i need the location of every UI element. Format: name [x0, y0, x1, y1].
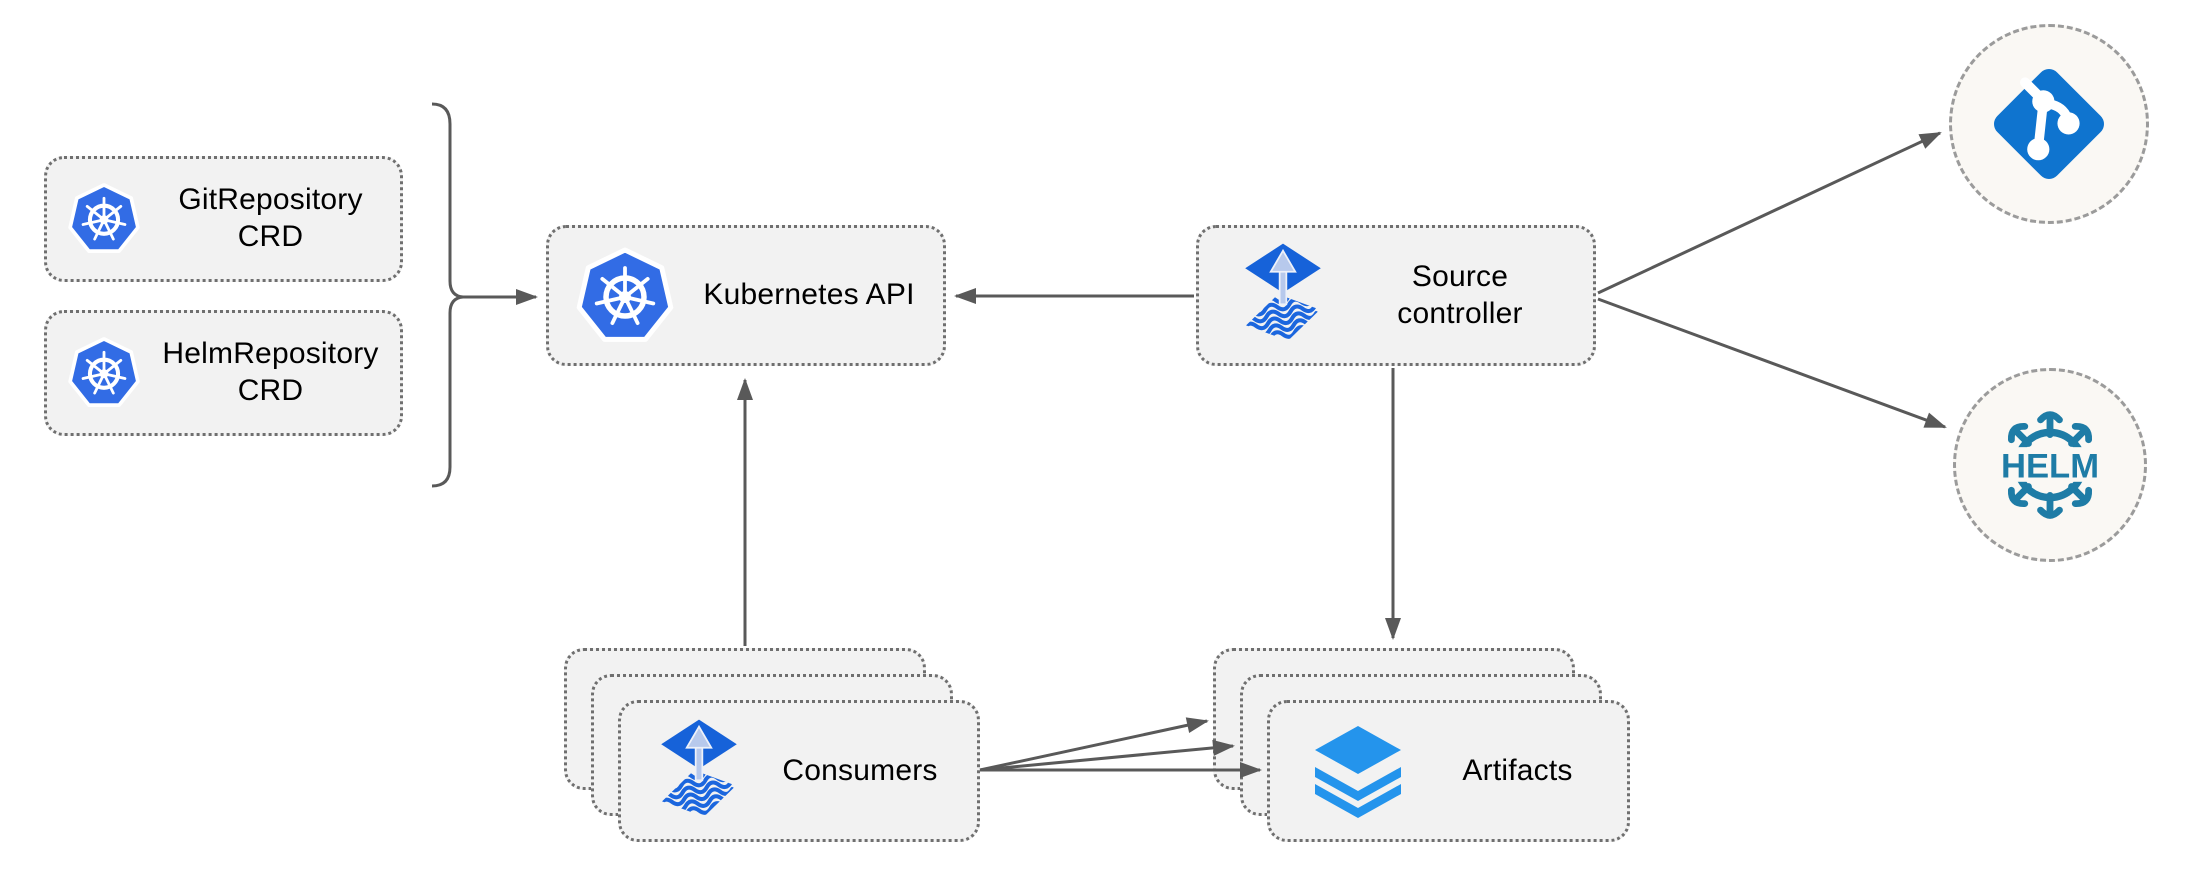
edge-source-controller-to-git [1597, 131, 1942, 295]
node-consumers: Consumers [618, 700, 980, 842]
node-helm-remote: HELM [1953, 368, 2147, 562]
git-icon [1986, 61, 2112, 187]
edge-consumers-to-artifacts-1 [979, 717, 1209, 772]
source-controller-label: Source controller [1397, 259, 1523, 330]
node-kubernetes-api: Kubernetes API [546, 225, 946, 366]
kubernetes-icon [67, 336, 141, 410]
kubernetes-icon [575, 246, 675, 346]
kubernetes-api-label: Kubernetes API [703, 278, 915, 312]
helm-icon: HELM [1987, 402, 2113, 528]
flux-source-controller-icon [1239, 241, 1327, 350]
layers-icon [1315, 726, 1401, 818]
helm-logo-text: HELM [2001, 448, 2099, 486]
node-source-controller: Source controller [1196, 225, 1596, 366]
helm-repository-crd-label: HelmRepository CRD [162, 337, 379, 407]
edge-source-controller-to-helm [1597, 297, 1947, 429]
node-git-remote [1949, 24, 2149, 224]
flux-source-controller-icon [655, 717, 743, 826]
crd-group-brace [431, 102, 465, 488]
node-git-repository-crd: GitRepository CRD [44, 156, 403, 282]
edge-consumers-to-artifacts-2 [979, 739, 1235, 772]
git-repository-crd-label: GitRepository CRD [178, 183, 363, 253]
node-artifacts: Artifacts [1267, 700, 1630, 842]
consumers-label: Consumers [782, 753, 938, 787]
artifacts-label: Artifacts [1462, 753, 1573, 787]
kubernetes-icon [67, 182, 141, 256]
node-helm-repository-crd: HelmRepository CRD [44, 310, 403, 436]
